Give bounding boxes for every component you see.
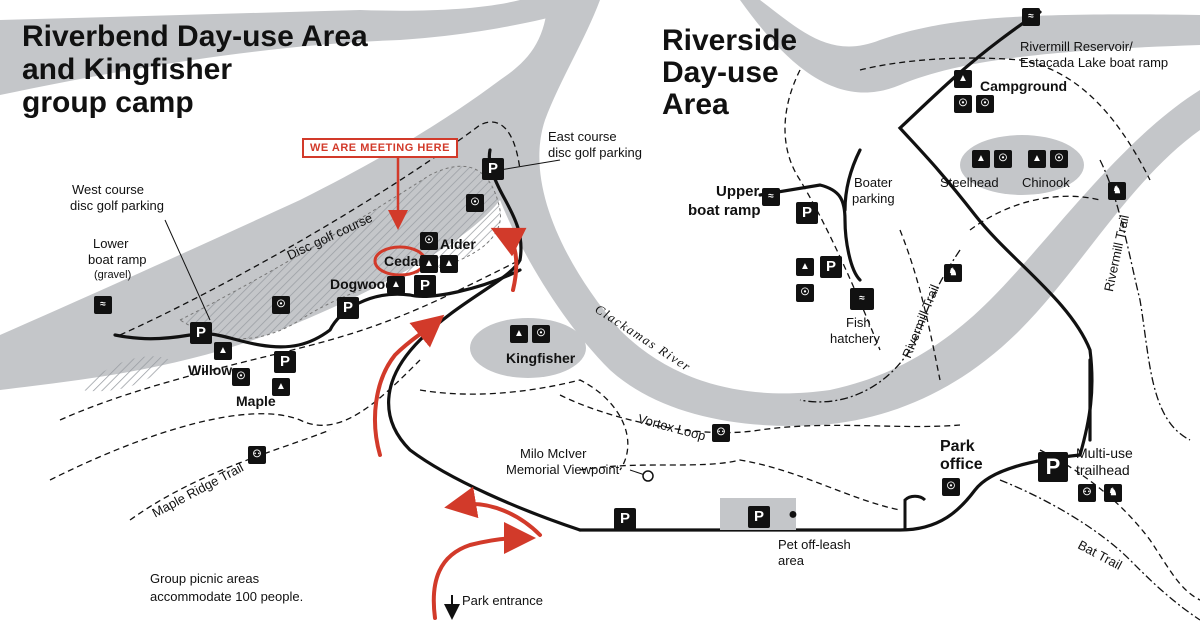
upper-ramp-label-2: boat ramp — [688, 202, 761, 219]
lower-ramp-label-1: Lower — [93, 236, 129, 251]
willow-label: Willow — [188, 362, 233, 378]
cedar-label: Cedar — [384, 253, 424, 269]
lower-ramp-label-3: (gravel) — [94, 269, 132, 281]
milo-label-1: Milo McIver — [520, 446, 587, 461]
dog-icon: ● — [788, 506, 798, 523]
chinook-label: Chinook — [1022, 175, 1070, 190]
steelhead-label: Steelhead — [940, 175, 999, 190]
shelter-icon: ▲ — [272, 378, 290, 396]
restroom-icon: ☉ — [942, 478, 960, 496]
fish-label-2: hatchery — [830, 331, 880, 346]
multi-use-label-1: Multi-use — [1076, 445, 1133, 461]
parking-icon: P — [614, 508, 636, 530]
park-entrance-label: Park entrance — [462, 593, 543, 608]
disc-golf-west-hatch — [80, 356, 170, 392]
title-riverbend-1: Riverbend Day-use Area — [22, 20, 368, 53]
group-note-1: Group picnic areas — [150, 571, 260, 586]
kingfisher-area — [470, 318, 586, 378]
viewpoint-icon — [642, 470, 654, 482]
maple-label: Maple — [236, 393, 276, 409]
parking-icon: P — [482, 158, 504, 180]
lower-ramp-label-2: boat ramp — [88, 252, 147, 267]
west-parking-label-1: West course — [72, 182, 145, 197]
title-riverbend-3: group camp — [22, 86, 194, 119]
east-parking-label-2: disc golf parking — [548, 145, 642, 160]
restroom-icon: ☉ — [420, 232, 438, 250]
restroom-icon: ☉ — [796, 284, 814, 302]
alder-label: Alder — [440, 236, 476, 252]
parking-icon: P — [820, 256, 842, 278]
shelter-icon: ▲ — [440, 255, 458, 273]
horse-icon: ♞ — [1108, 182, 1126, 200]
boat-ramp-icon: ≈ — [1022, 8, 1040, 26]
restroom-icon: ☉ — [272, 296, 290, 314]
restroom-icon: ☉ — [1050, 150, 1068, 168]
hiker-icon: ⚇ — [712, 424, 730, 442]
boater-label-1: Boater — [854, 175, 893, 190]
title-riverbend-2: and Kingfisher — [22, 53, 233, 86]
kingfisher-label: Kingfisher — [506, 350, 576, 366]
hiker-icon: ⚇ — [248, 446, 266, 464]
fish-icon: ≈ — [850, 288, 874, 310]
restroom-icon: ☉ — [994, 150, 1012, 168]
parking-icon: P — [190, 322, 212, 344]
shelter-icon: ▲ — [796, 258, 814, 276]
multi-use-label-2: trailhead — [1076, 462, 1130, 478]
shelter-icon: ▲ — [420, 255, 438, 273]
restroom-icon: ☉ — [532, 325, 550, 343]
park-office-label-2: office — [940, 456, 983, 473]
boat-ramp-icon: ≈ — [762, 188, 780, 206]
park-office-building — [903, 494, 927, 530]
pet-label-1: Pet off-leash — [778, 537, 851, 552]
reservoir-label-2: Estacada Lake boat ramp — [1020, 55, 1169, 70]
title-riverside-1: Riverside — [662, 24, 798, 57]
meeting-here-callout: WE ARE MEETING HERE — [302, 138, 458, 158]
park-office-label-1: Park — [940, 438, 975, 455]
river-north-arm — [740, 0, 1200, 93]
parking-icon: P — [337, 297, 359, 319]
shelter-icon: ▲ — [214, 342, 232, 360]
restroom-icon: ☉ — [976, 95, 994, 113]
fish-label-1: Fish — [846, 315, 871, 330]
restroom-icon: ☉ — [954, 95, 972, 113]
title-riverside-3: Area — [662, 88, 729, 121]
milo-label-2: Memorial Viewpoint — [506, 462, 620, 477]
shelter-icon: ▲ — [510, 325, 528, 343]
restroom-icon: ☉ — [232, 368, 250, 386]
pet-label-2: area — [778, 553, 805, 568]
shelter-icon: ▲ — [387, 276, 405, 294]
shelter-icon: ▲ — [972, 150, 990, 168]
east-parking-label-1: East course — [548, 129, 617, 144]
group-note-2: accommodate 100 people. — [150, 589, 304, 604]
campground-label: Campground — [980, 78, 1068, 94]
parking-icon: P — [1038, 452, 1068, 482]
parking-icon: P — [414, 275, 436, 297]
parking-icon: P — [748, 506, 770, 528]
boat-ramp-icon: ≈ — [94, 296, 112, 314]
hiker-icon: ⚇ — [1078, 484, 1096, 502]
tent-icon: ▲ — [954, 70, 972, 88]
restroom-icon: ☉ — [466, 194, 484, 212]
parking-icon: P — [796, 202, 818, 224]
horse-icon: ♞ — [1104, 484, 1122, 502]
title-riverside-2: Day-use — [662, 56, 779, 89]
parking-icon: P — [274, 351, 296, 373]
shelter-icon: ▲ — [1028, 150, 1046, 168]
clackamas-river — [0, 0, 560, 95]
boater-label-2: parking — [852, 191, 895, 206]
upper-ramp-label-1: Upper — [716, 183, 760, 200]
dogwood-label: Dogwood — [330, 276, 394, 292]
dash-dot-trails — [799, 159, 1200, 621]
west-parking-label-2: disc golf parking — [70, 198, 164, 213]
reservoir-label-1: Rivermill Reservoir/ — [1020, 39, 1133, 54]
route-arrows — [373, 227, 542, 620]
horse-icon: ♞ — [944, 264, 962, 282]
